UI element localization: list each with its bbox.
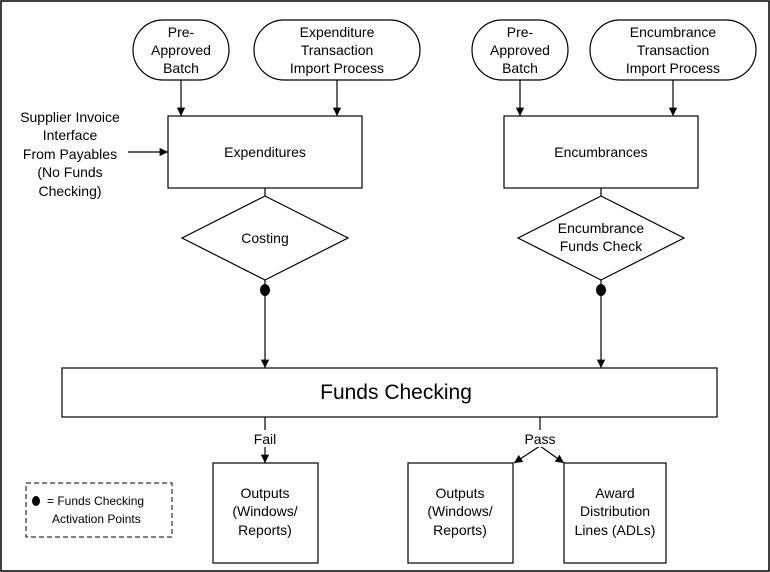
node-line: Interface <box>43 127 98 143</box>
node-line: (No Funds <box>37 164 102 180</box>
fail-label: Fail <box>254 431 277 447</box>
node-label: Expenditures <box>224 144 306 160</box>
node-line: Encumbrance <box>630 24 717 40</box>
node-line: Distribution <box>580 503 650 519</box>
node-label: Costing <box>241 230 288 246</box>
encumbrances-node: Encumbrances <box>503 115 699 189</box>
node-line: Outputs <box>240 485 289 501</box>
node-line: Outputs <box>435 485 484 501</box>
legend: = Funds Checking Activation Points <box>25 482 173 538</box>
node-line: Approved <box>490 42 550 58</box>
legend-line: Activation Points <box>52 512 141 526</box>
legend-line: = Funds Checking <box>47 494 144 508</box>
award-distribution-lines-node: Award Distribution Lines (ADLs) <box>563 462 667 564</box>
node-line: Lines (ADLs) <box>575 522 656 538</box>
fail-label-backing <box>248 430 282 447</box>
node-line: Reports) <box>238 522 292 538</box>
preapproved-batch-left-node: Pre- Approved Batch <box>132 19 230 81</box>
node-line: Pre- <box>507 24 534 40</box>
costing-node: Costing <box>180 195 350 281</box>
encumbrance-funds-check-node: Encumbrance Funds Check <box>516 195 686 281</box>
funds-checking-node: Funds Checking <box>61 367 718 418</box>
node-line: From Payables <box>23 146 117 162</box>
pass-label: Pass <box>524 431 555 447</box>
connector-pass-to-adls <box>539 445 565 464</box>
node-line: Transaction <box>637 42 710 58</box>
node-line: Batch <box>163 60 199 76</box>
encumbrance-import-node: Encumbrance Transaction Import Process <box>589 19 757 81</box>
node-line: Import Process <box>626 60 720 76</box>
node-line: Supplier Invoice <box>20 109 120 125</box>
activation-point-icon <box>32 496 40 506</box>
node-line: Reports) <box>433 522 487 538</box>
node-line: Checking) <box>38 183 101 199</box>
outputs-left-node: Outputs (Windows/ Reports) <box>212 462 319 564</box>
node-line: Funds Check <box>560 238 643 254</box>
activation-point-icon <box>596 284 606 296</box>
preapproved-batch-right-node: Pre- Approved Batch <box>471 19 569 81</box>
expenditures-node: Expenditures <box>167 115 363 189</box>
node-line: Expenditure <box>300 24 375 40</box>
node-line: Import Process <box>290 60 384 76</box>
node-line: (Windows/ <box>232 503 297 519</box>
supplier-invoice-label: Supplier Invoice Interface From Payables… <box>20 109 120 199</box>
node-line: Approved <box>151 42 211 58</box>
node-label: Encumbrances <box>554 144 647 160</box>
activation-point-icon <box>260 284 270 296</box>
node-line: Encumbrance <box>558 220 645 236</box>
expenditure-import-node: Expenditure Transaction Import Process <box>253 19 421 81</box>
node-line: Transaction <box>301 42 374 58</box>
outputs-right-node: Outputs (Windows/ Reports) <box>407 462 514 564</box>
pass-label-backing <box>518 430 562 447</box>
connector-pass-to-outputs <box>513 445 541 464</box>
node-label: Funds Checking <box>320 381 472 404</box>
node-line: (Windows/ <box>427 503 492 519</box>
node-line: Batch <box>502 60 538 76</box>
node-line: Pre- <box>168 24 195 40</box>
node-line: Award <box>595 485 634 501</box>
